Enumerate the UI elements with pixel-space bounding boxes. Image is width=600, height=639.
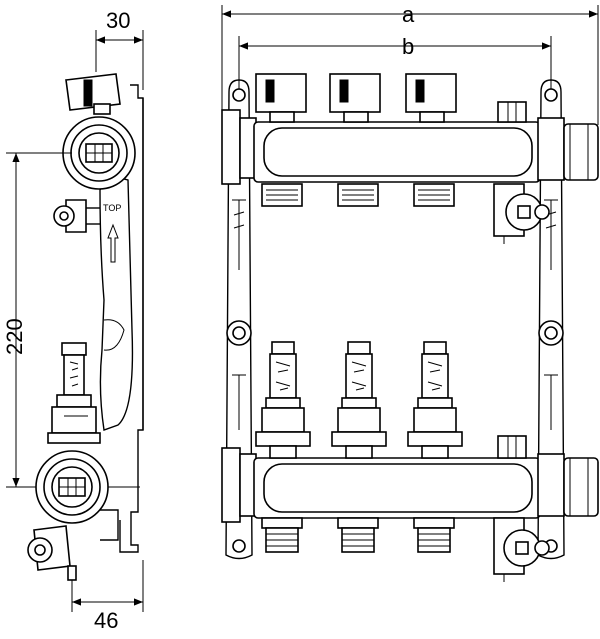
side-top-pipe xyxy=(60,116,136,190)
bottom-outlet-thread-2 xyxy=(337,517,379,553)
dimension-inner-width-label: b xyxy=(402,34,414,59)
dimension-top-width-label: 30 xyxy=(106,8,130,33)
top-drain-valve xyxy=(493,183,550,244)
top-label: TOP xyxy=(103,203,121,213)
right-bracket xyxy=(537,79,565,560)
front-view: a b xyxy=(221,2,599,582)
side-bottom-pipe xyxy=(35,450,140,541)
bottom-vent-nut xyxy=(497,435,527,459)
bracket-plate xyxy=(99,178,134,431)
bottom-outlet-thread-1 xyxy=(261,517,303,553)
top-valve-cap-2 xyxy=(329,73,381,123)
top-valve-cap-3 xyxy=(405,73,457,123)
dimension-overall-width: a xyxy=(221,2,599,125)
flow-meter-3 xyxy=(407,341,463,459)
top-outlet-thread-3 xyxy=(413,183,455,207)
side-vent-valve-top xyxy=(53,199,100,233)
bottom-outlet-thread-3 xyxy=(413,517,455,553)
dimension-bottom-width-label: 46 xyxy=(94,608,118,633)
bottom-manifold-bar xyxy=(221,447,599,523)
dimension-overall-width-label: a xyxy=(402,2,415,27)
side-vent-valve-bottom xyxy=(27,525,77,581)
side-view: 30 220 46 TOP xyxy=(2,8,144,633)
top-outlet-thread-1 xyxy=(261,183,303,207)
dimension-height: 220 xyxy=(2,152,72,488)
dimension-height-label: 220 xyxy=(2,318,27,355)
top-arrow xyxy=(107,223,119,263)
top-vent-nut xyxy=(497,101,527,123)
flow-meter-1 xyxy=(255,341,311,459)
top-outlet-thread-2 xyxy=(337,183,379,207)
dimension-top-width: 30 xyxy=(95,8,144,90)
flow-meter-2 xyxy=(331,341,387,459)
side-flow-meter xyxy=(47,342,101,444)
bottom-drain-valve xyxy=(493,517,550,582)
left-bracket xyxy=(225,79,253,560)
top-manifold-bar xyxy=(221,109,599,185)
side-top-valve-cap xyxy=(65,73,121,115)
mounting-bracket xyxy=(119,84,144,553)
dimension-bottom-width: 46 xyxy=(71,560,144,633)
top-valve-cap-1 xyxy=(255,73,307,123)
dimension-inner-width: b xyxy=(238,34,552,90)
